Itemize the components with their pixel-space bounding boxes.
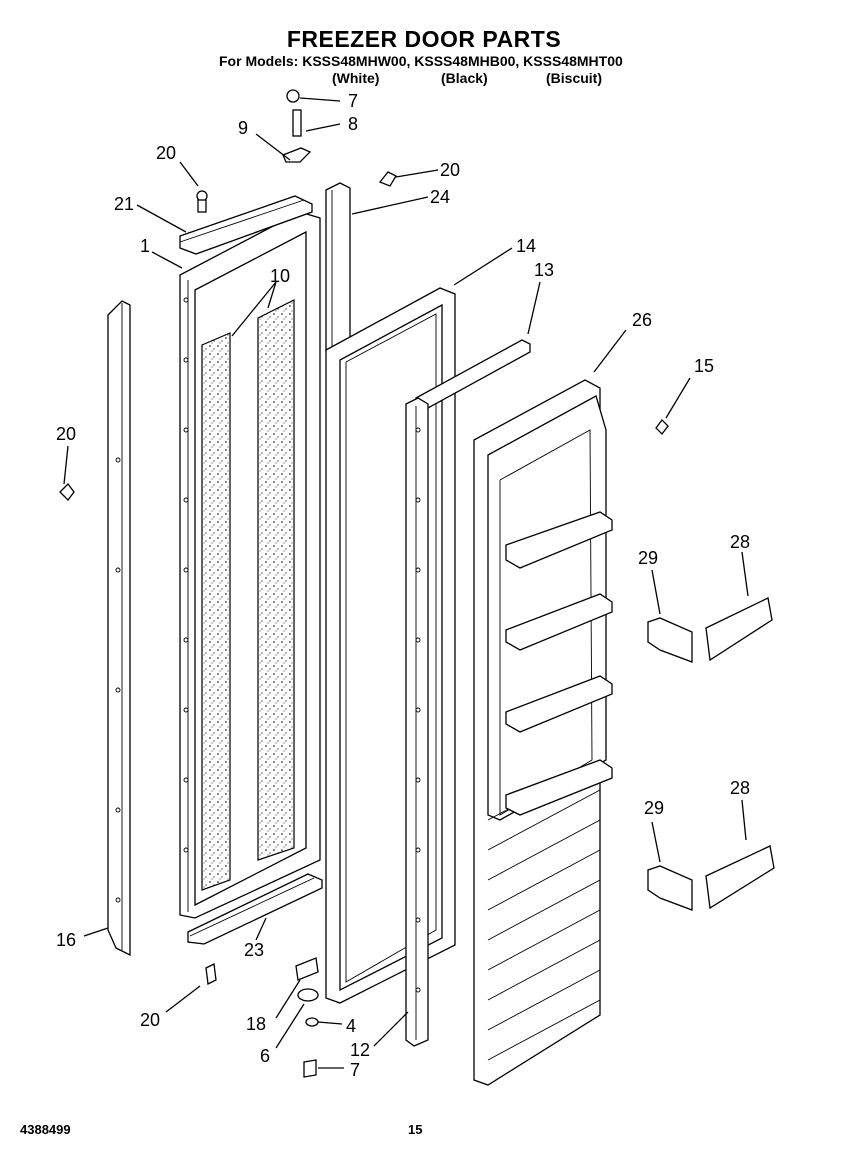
callout-29-a: 29 [638, 548, 658, 568]
page-title: FREEZER DOOR PARTS [286, 26, 562, 52]
callout-16: 16 [56, 930, 76, 950]
callout-10: 10 [270, 266, 290, 286]
callout-9: 9 [238, 118, 248, 138]
callout-numbers: 7 8 9 20 20 21 24 1 10 14 13 26 15 20 28… [56, 91, 750, 1080]
part-21-top-bracket [179, 195, 313, 255]
part-26-inner-door-liner [473, 379, 607, 1086]
callout-20-d: 20 [140, 1010, 160, 1030]
part-28-shelf-fronts [705, 597, 775, 910]
callout-18: 18 [246, 1014, 266, 1034]
callout-20-c: 20 [56, 424, 76, 444]
callout-29-b: 29 [644, 798, 664, 818]
callout-24: 24 [430, 187, 450, 207]
callout-8: 8 [348, 114, 358, 134]
part-12-side-strip [405, 397, 429, 1047]
model-list: For Models: KSSS48MHW00, KSSS48MHB00, KS… [219, 53, 623, 69]
color-black: (Black) [441, 70, 488, 86]
leader-lines [63, 97, 749, 1069]
callout-13: 13 [534, 260, 554, 280]
callout-26: 26 [632, 310, 652, 330]
callout-23: 23 [244, 940, 264, 960]
document-number: 4388499 [20, 1122, 71, 1137]
color-white: (White) [332, 70, 380, 86]
color-biscuit: (Biscuit) [546, 70, 602, 86]
callout-6: 6 [260, 1046, 270, 1066]
page-number: 15 [408, 1122, 423, 1137]
callout-28-a: 28 [730, 532, 750, 552]
callout-7-bottom: 7 [350, 1060, 360, 1080]
callout-7-top: 7 [348, 91, 358, 111]
part-24-vertical-strip [325, 182, 351, 357]
callout-20-b: 20 [440, 160, 460, 180]
part-10-insulation-strips [201, 299, 295, 891]
callout-1: 1 [140, 236, 150, 256]
callout-14: 14 [516, 236, 536, 256]
callout-28-b: 28 [730, 778, 750, 798]
callout-12: 12 [350, 1040, 370, 1060]
callout-20-a: 20 [156, 143, 176, 163]
callout-15: 15 [694, 356, 714, 376]
part-16-side-trim [107, 300, 131, 957]
part-29-shelf-end-caps [647, 617, 693, 911]
part-23-bottom-bracket [187, 873, 323, 945]
callout-21: 21 [114, 194, 134, 214]
door-shelves [505, 511, 613, 816]
callout-4: 4 [346, 1016, 356, 1036]
part-1-door-liner-frame [179, 211, 321, 919]
